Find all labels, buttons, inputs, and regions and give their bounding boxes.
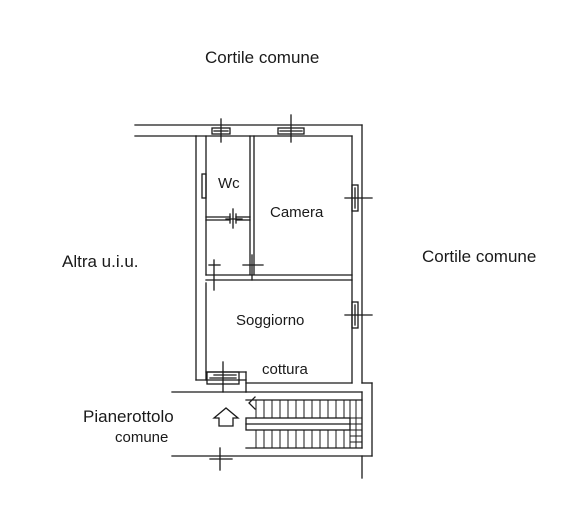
room-label-camera: Camera bbox=[270, 204, 324, 221]
label-pianerottolo-sub: comune bbox=[115, 429, 169, 446]
label-altra-uiu: Altra u.i.u. bbox=[62, 252, 139, 271]
window-top-left bbox=[211, 118, 231, 143]
window-top-center bbox=[277, 114, 305, 143]
interior-walls bbox=[201, 135, 353, 281]
window-right-soggiorno bbox=[344, 301, 373, 329]
entrance-arrow-icon bbox=[212, 407, 240, 427]
room-label-cottura: cottura bbox=[262, 361, 308, 378]
door-mark-landing bbox=[209, 447, 233, 471]
outer-walls bbox=[134, 124, 363, 393]
stair-treads bbox=[255, 399, 363, 449]
window-right-camera bbox=[344, 184, 373, 212]
room-label-soggiorno: Soggiorno bbox=[236, 312, 305, 329]
label-cortile-top: Cortile comune bbox=[205, 48, 320, 67]
label-pianerottolo: Pianerottolo bbox=[83, 407, 174, 426]
room-label-wc: Wc bbox=[218, 175, 240, 192]
label-cortile-right: Cortile comune bbox=[422, 247, 537, 266]
door-mark-wc bbox=[225, 208, 243, 229]
door-mark-camera bbox=[242, 254, 264, 281]
kitchen-unit bbox=[206, 371, 240, 385]
door-mark-bottom bbox=[213, 361, 237, 393]
door-mark-entry-left bbox=[208, 259, 221, 291]
